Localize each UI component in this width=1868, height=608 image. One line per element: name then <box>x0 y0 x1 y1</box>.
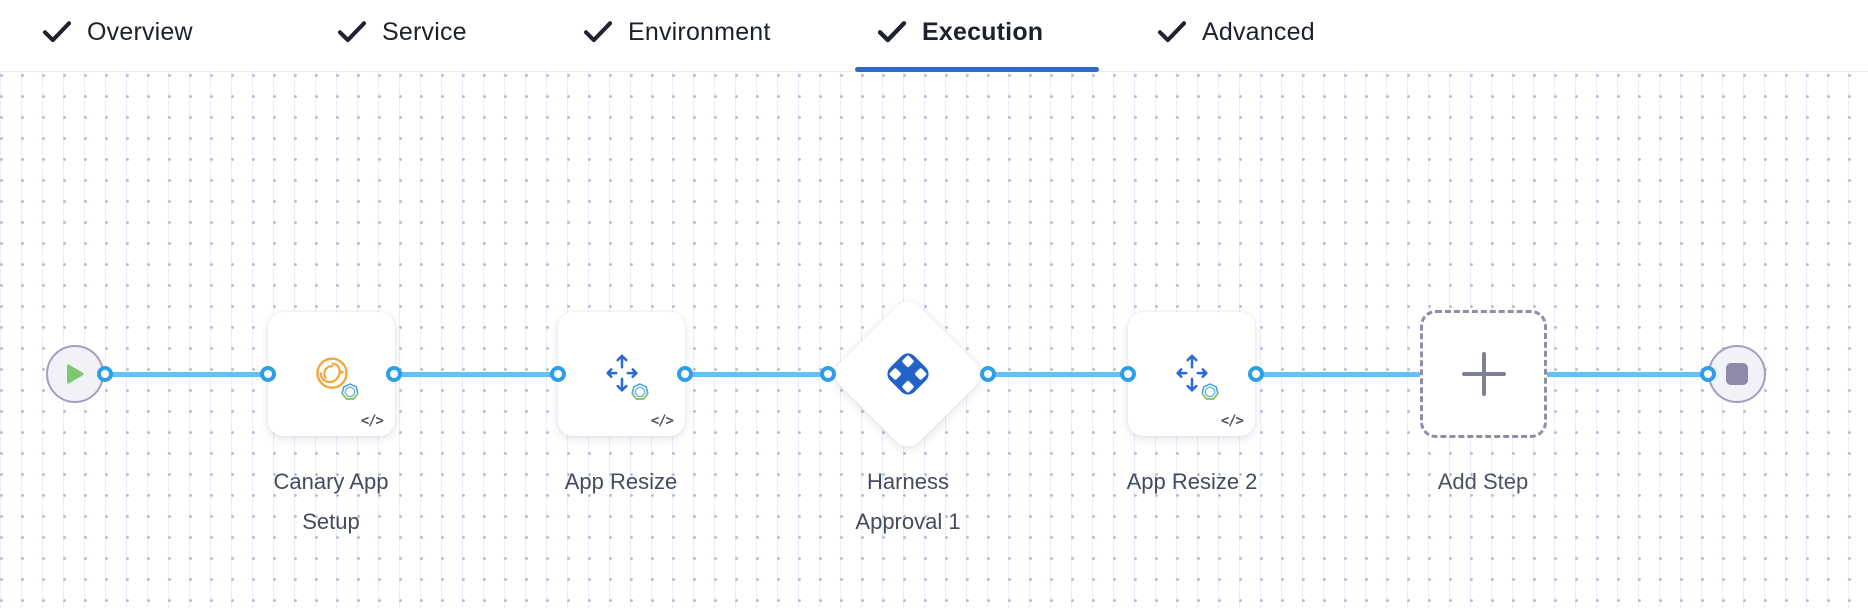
tab-service[interactable]: Service <box>337 0 467 64</box>
connector-point[interactable] <box>97 366 113 382</box>
pipeline-start-node <box>46 345 104 403</box>
step-label-harness-approval: Harness Approval 1 <box>855 469 961 534</box>
connector-point[interactable] <box>820 366 836 382</box>
tab-advanced[interactable]: Advanced <box>1157 0 1315 64</box>
pipeline-canvas[interactable]: </> </> <box>0 72 1868 608</box>
add-step-label: Add Step <box>1437 469 1529 494</box>
gear-badge-icon <box>631 383 649 400</box>
check-icon <box>337 21 367 43</box>
step-label-app-resize: App Resize <box>564 469 678 494</box>
add-step-button[interactable] <box>1420 310 1547 438</box>
connector-point[interactable] <box>1120 366 1136 382</box>
resize-arrows-icon <box>1175 354 1208 392</box>
step-label-canary-app-setup: Canary App Setup <box>273 469 389 534</box>
connector-point[interactable] <box>1700 366 1716 382</box>
check-icon <box>1157 21 1187 43</box>
connector-point[interactable] <box>980 366 996 382</box>
tab-label: Service <box>382 17 467 46</box>
stop-icon <box>1726 363 1748 385</box>
gear-badge-icon <box>1201 383 1219 400</box>
approval-node-harness-approval-1[interactable] <box>828 294 988 454</box>
connector-point[interactable] <box>550 366 566 382</box>
connector-point[interactable] <box>386 366 402 382</box>
pipeline-end-node <box>1708 345 1766 403</box>
play-icon <box>67 364 84 384</box>
step-node-app-resize[interactable]: </> <box>558 312 685 436</box>
yaml-code-icon[interactable]: </> <box>360 413 384 429</box>
tab-overview[interactable]: Overview <box>42 0 193 64</box>
connector-point[interactable] <box>260 366 276 382</box>
yaml-code-icon[interactable]: </> <box>650 413 674 429</box>
harness-logo-icon <box>852 318 964 430</box>
tab-label: Advanced <box>1202 17 1315 46</box>
check-icon <box>583 21 613 43</box>
canary-bird-icon <box>315 357 348 389</box>
tab-label: Execution <box>922 17 1044 46</box>
active-tab-underline <box>855 67 1099 72</box>
plus-icon <box>1461 352 1506 396</box>
check-icon <box>877 21 907 43</box>
connector-point[interactable] <box>1248 366 1264 382</box>
tab-environment[interactable]: Environment <box>583 0 771 64</box>
step-node-app-resize-2[interactable]: </> <box>1128 312 1255 436</box>
tab-label: Environment <box>628 17 771 46</box>
step-node-canary-app-setup[interactable]: </> <box>268 312 395 436</box>
tab-execution[interactable]: Execution <box>877 0 1043 64</box>
check-icon <box>42 21 72 43</box>
connector-point[interactable] <box>677 366 693 382</box>
resize-arrows-icon <box>605 354 638 392</box>
yaml-code-icon[interactable]: </> <box>1220 413 1244 429</box>
step-label-app-resize-2: App Resize 2 <box>1126 469 1258 494</box>
gear-badge-icon <box>341 383 359 400</box>
tab-label: Overview <box>87 17 193 46</box>
stage-config-tabbar: Overview Service Environment Execution A… <box>0 0 1868 72</box>
